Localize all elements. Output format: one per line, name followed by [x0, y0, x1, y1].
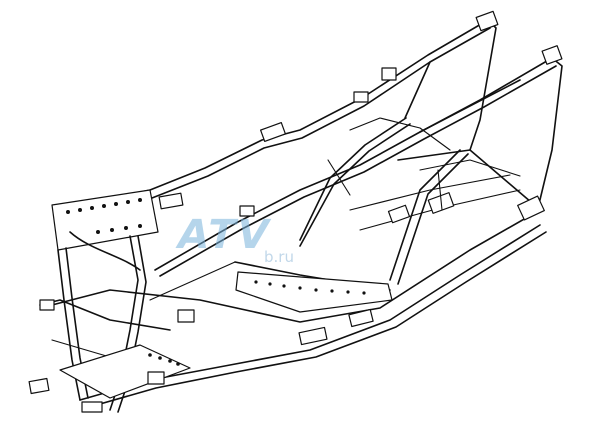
- center-diagonal-brace-shadow: [299, 123, 411, 247]
- lower-left-rail: [51, 209, 541, 323]
- front-left-upright: [57, 249, 81, 401]
- rear-diagonal-brace: [389, 149, 461, 281]
- front-lower-cross: [39, 299, 171, 331]
- floor-link-1: [149, 261, 236, 301]
- front-plate-holes: [66, 198, 142, 234]
- footwell-plate: [235, 271, 393, 313]
- rear-right-hoop: [537, 57, 563, 209]
- lower-right-rail-shadow: [85, 231, 547, 409]
- footwell-holes: [254, 280, 366, 295]
- upper-right-rail-shadow: [159, 65, 557, 277]
- watermark-site: b.ru: [264, 248, 294, 266]
- seat-bracket-rail: [349, 117, 451, 151]
- front-skid-plate: [59, 344, 191, 399]
- front-upper-plate: [51, 189, 159, 251]
- watermark-logo: ATV: [173, 212, 275, 258]
- rear-engine-mount: [419, 159, 521, 177]
- rear-left-hoop: [469, 19, 497, 151]
- rear-cross-upper: [419, 79, 521, 133]
- center-diagonal-brace: [299, 117, 407, 241]
- rear-strut-left: [404, 61, 431, 119]
- engine-mount-right: [437, 169, 443, 211]
- upper-left-rail: [57, 19, 489, 211]
- upper-left-rail-shadow: [61, 27, 491, 219]
- skid-plate-holes: [148, 353, 180, 366]
- front-arc: [69, 231, 141, 271]
- engine-mount-left: [327, 159, 351, 196]
- watermark: ATV b.ru: [173, 212, 388, 292]
- rear-lower-rail: [397, 149, 539, 209]
- mid-cross-member-2: [349, 174, 511, 211]
- rear-diagonal-brace-shadow: [397, 153, 469, 285]
